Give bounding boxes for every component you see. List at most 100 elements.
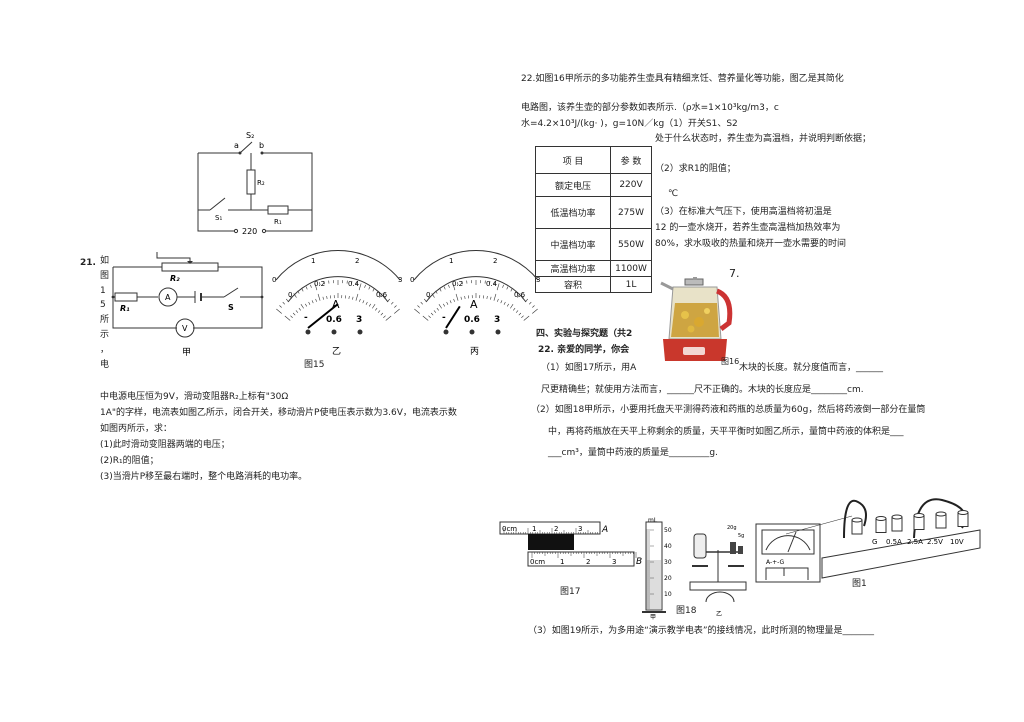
meter-scale-tick [379,293,383,298]
fig19-terminal: 2.5V [927,538,943,546]
meter-scale-tick [523,315,530,321]
table-cell: 额定电压 [535,173,611,197]
meter-scale-tick [446,301,449,305]
meter-scale-tick [319,282,321,286]
meter-scale-tick [326,295,328,300]
fig19-demo-meter: A-+-G G 0.5A 2.5A 2.5V 10V [755,498,981,583]
fig19-meter-text: A-+-G [766,559,785,566]
meter-scale-tick [517,293,521,298]
meter-scale-tick [489,281,491,285]
meter-scale-tick [457,282,459,286]
meter-bing-inner-tick: 0.4 [486,280,498,288]
meter-scale-tick [355,282,357,286]
meter-scale-tick [297,290,300,294]
table-row: 低温档功率 275W [535,196,652,229]
sec4-p2a: （2）如图18甲所示，小要用托盘天平测得药液和药瓶的总质量为60g，然后将药液倒… [531,405,926,415]
meter-scale-tick [365,301,368,305]
ruler-a-mark: 3 [578,525,582,533]
ruler-b-mark: 2 [586,558,590,566]
meter-yi-outer-tick: 3 [398,276,402,284]
fig15-switch-label: S [228,303,234,312]
meter-scale-tick [380,312,384,316]
meter-scale-tick [503,301,506,305]
top-circuit-r1-label: R₁ [274,218,282,226]
meter-scale-tick [348,295,350,300]
meter-scale-tick [359,298,361,302]
fig17-rulers: 0cm 1 2 3 A 0cm 1 2 3 B [499,521,642,567]
cylinder-mark: 10 [664,591,672,598]
meter-scale-tick [500,300,503,304]
meter-scale-tick [490,296,492,300]
ruler-a-mark: 1 [532,525,536,533]
terminal-post-cap [875,516,887,521]
ruler-b-label: B [636,557,642,567]
meter-scale-tick [522,295,525,299]
table-cell: 550W [610,228,652,261]
top-circuit-b-label: b [259,141,264,150]
meter-bing-terminal-06: 0.6 [464,315,480,325]
meter-scale-tick [430,312,434,316]
meter-scale-tick [414,308,420,314]
meter-scale-tick [502,284,504,288]
meter-bing-terminal-3: 3 [494,315,500,325]
meter-scale-tick [387,298,390,302]
table-cell: 275W [610,196,652,229]
meter-scale-tick [375,307,378,311]
terminal-post-cap [957,510,969,515]
cylinder-unit: mL [648,517,658,524]
meter-scale-tick [352,296,354,300]
q22-sub-2: （2）求R1的阻值； [655,164,736,174]
meter-scale-tick [372,288,375,292]
fig18-jia-label: 甲 [650,614,656,620]
fig15-meter-bing: 0 1 2 3 0 0.2 0.4 0.6 A - 0.6 3 丙 [410,250,540,357]
table-cell: 220V [610,173,652,197]
meter-scale-tick [486,295,488,300]
top-circuit-s1-label: S₁ [215,214,222,222]
meter-scale-tick [518,312,522,316]
kettle-params-table: 项 目 参 数 额定电压 220V 低温档功率 275W 中温档功率 550W … [535,146,652,293]
cylinder-mark: 20 [664,575,672,582]
sec4-p1a: （1）如图17所示，用A [541,363,637,373]
meter-scale-tick [532,305,535,308]
meter-scale-tick [298,307,301,311]
meter-scale-tick [525,298,528,302]
table-header-cell: 项 目 [535,146,611,174]
meter-scale-tick [455,293,459,301]
meter-scale-tick [532,308,538,314]
q22-sub-3b: 12 的一壶水烧开，若养生壶高温档加热效率为 [655,223,841,233]
fig19-terminal: G [872,538,877,546]
q22-celsius: ℃ [668,189,679,199]
table-row: 容积 1L [535,276,652,293]
q21-sub-2: (2)R₁的阻值； [100,456,159,466]
meter-scale-tick [384,295,387,299]
ruler-a-label: A [601,525,608,535]
meter-scale-tick [515,310,519,313]
q22-sub-3c: 80%，求水吸收的热量和烧开一壶水需要的时间 [655,239,847,249]
meter-bing-inner-tick: 0.2 [452,280,463,288]
meter-scale-tick [420,301,424,305]
fig18-caption: 图18 [676,606,697,616]
meter-yi-inner-tick: 0.2 [314,280,325,288]
q21-col-char: 图 [100,270,110,281]
cylinder-mark: 30 [664,559,672,566]
meter-yi-inner-tick: 0.6 [376,291,388,299]
meter-scale-tick [362,300,365,304]
fig17-caption: 图17 [560,587,581,597]
terminal-post-cap [851,517,863,523]
meter-scale-tick [433,310,437,313]
meter-scale-tick [286,298,289,302]
ruler-a-mark: 0cm [502,525,517,533]
fig15-voltmeter-label: V [182,324,188,333]
ruler-b-mark: 1 [560,558,564,566]
meter-scale-tick [364,284,366,288]
q22-sub-3a: （3）在标准大气压下，使用高温档将初温是 [655,207,832,217]
q21-number: 21. [80,258,96,268]
meter-scale-tick [528,301,532,305]
q22-seven: 7. [729,267,740,280]
q22-line-2: 电路图，该养生壶的部分参数如表所示.（ρ水=1×10³kg/m3，c [521,103,779,113]
q21-col-char: ， [100,344,110,355]
terminal-post-cap [891,514,903,520]
meter-scale-tick [292,312,296,316]
meter-bing-label: 丙 [470,346,479,357]
meter-scale-tick [506,303,509,307]
